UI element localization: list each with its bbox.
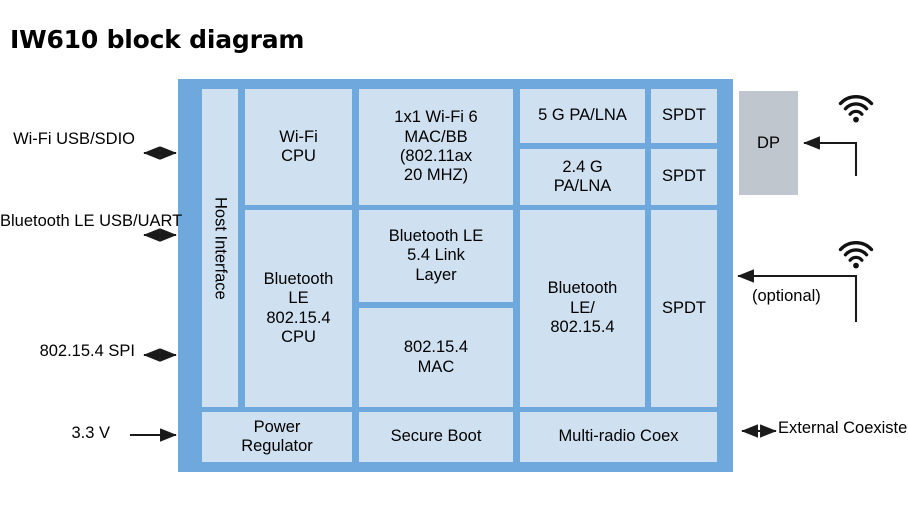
- port-wifi-line-2: USB/SDIO: [56, 130, 135, 148]
- block-pa-lna-24g[interactable]: 2.4 G PA/LNA: [520, 149, 645, 205]
- multi-radio-coex-label: Multi-radio Coex: [558, 427, 679, 446]
- spdt-1-label: SPDT: [661, 106, 706, 125]
- block-secure-boot[interactable]: Secure Boot: [359, 412, 513, 462]
- block-wifi-mac-bb[interactable]: 1x1 Wi-Fi 6 MAC/BB (802.11ax 20 MHZ): [359, 89, 513, 205]
- pa-lna-5g-label: 5 G PA/LNA: [538, 106, 627, 125]
- wifi-mac-bb-line-3: (802.11ax: [399, 147, 473, 165]
- port-154-line-2: SPI: [108, 342, 135, 360]
- wifi-antenna-icon-bottom: [838, 240, 874, 269]
- wifi-cpu-line-1: Wi-Fi: [279, 127, 318, 146]
- block-host-interface[interactable]: Host Interface: [202, 89, 238, 407]
- pa-lna-24g-line-2: PA/LNA: [553, 177, 612, 195]
- ble-link-line-1: Bluetooth LE: [388, 226, 484, 245]
- pa-lna-24g-line-1: 2.4 G: [562, 157, 603, 176]
- port-bt-line-1: Bluetooth LE: [0, 212, 95, 230]
- wifi-cpu-line-2: CPU: [281, 147, 316, 165]
- mac-802154-line-2: MAC: [417, 357, 455, 376]
- block-spdt-1[interactable]: SPDT: [651, 89, 717, 143]
- ble-cpu-line-2: LE: [288, 289, 309, 308]
- power-regulator-line-2: Regulator: [241, 437, 313, 455]
- block-ble-154-radio[interactable]: Bluetooth LE/ 802.15.4: [520, 210, 645, 407]
- power-regulator-line-1: Power: [253, 417, 301, 436]
- block-pa-lna-5g[interactable]: 5 G PA/LNA: [520, 89, 645, 143]
- dp-label: DP: [757, 133, 780, 152]
- port-label-bluetooth: Bluetooth LE USB/UART: [0, 211, 182, 232]
- block-spdt-2[interactable]: SPDT: [651, 149, 717, 205]
- block-dp[interactable]: DP: [739, 91, 798, 195]
- block-wifi-cpu[interactable]: Wi-Fi CPU: [245, 89, 352, 205]
- wifi-mac-bb-line-1: 1x1 Wi-Fi 6: [394, 108, 478, 127]
- page-title: IW610 block diagram: [10, 25, 305, 54]
- external-coexistence-label: External Coexistence: [778, 418, 908, 439]
- external-coex-line-2: Coexistence: [843, 419, 908, 437]
- ble-154-radio-line-1: Bluetooth: [547, 279, 618, 298]
- host-interface-label: Host Interface: [211, 196, 230, 300]
- block-power-regulator[interactable]: Power Regulator: [202, 412, 352, 462]
- wifi-antenna-icon-top: [838, 94, 874, 123]
- block-ble-link-layer[interactable]: Bluetooth LE 5.4 Link Layer: [359, 210, 513, 302]
- port-154-line-1: 802.15.4: [39, 342, 104, 360]
- port-bt-line-2: USB/UART: [99, 212, 183, 230]
- spdt-2-label: SPDT: [661, 167, 706, 186]
- optional-note-text: (optional): [752, 287, 821, 305]
- ble-154-radio-line-2: LE/: [570, 298, 595, 317]
- port-wifi-line-1: Wi-Fi: [13, 130, 52, 148]
- ble-link-line-2: 5.4 Link: [407, 246, 465, 265]
- ble-link-line-3: Layer: [415, 265, 457, 284]
- port-power-line-1: 3.3 V: [71, 424, 110, 442]
- block-802154-mac[interactable]: 802.15.4 MAC: [359, 308, 513, 407]
- mac-802154-line-1: 802.15.4: [403, 338, 469, 357]
- secure-boot-label: Secure Boot: [390, 427, 482, 446]
- spdt-3-label: SPDT: [661, 298, 706, 317]
- ble-cpu-line-4: CPU: [281, 327, 316, 346]
- external-coex-line-1: External: [778, 419, 839, 437]
- port-label-wifi: Wi-Fi USB/SDIO: [0, 129, 135, 150]
- block-spdt-3[interactable]: SPDT: [651, 210, 717, 407]
- ble-cpu-line-1: Bluetooth: [263, 269, 334, 288]
- block-ble-154-cpu[interactable]: Bluetooth LE 802.15.4 CPU: [245, 210, 352, 407]
- chip-package: Host Interface Wi-Fi CPU 1x1 Wi-Fi 6 MAC…: [178, 79, 733, 472]
- ble-154-radio-line-3: 802.15.4: [550, 318, 615, 337]
- wifi-mac-bb-line-2: MAC/BB: [404, 127, 468, 146]
- arrow-antenna-top-to-dp: [803, 136, 858, 176]
- block-multi-radio-coex[interactable]: Multi-radio Coex: [520, 412, 717, 462]
- ble-cpu-line-3: 802.15.4: [266, 308, 331, 327]
- wifi-mac-bb-line-4: 20 MHZ): [403, 166, 469, 185]
- optional-note: (optional): [752, 286, 821, 307]
- port-label-power: 3.3 V: [0, 423, 110, 444]
- port-label-802154: 802.15.4 SPI: [0, 341, 135, 362]
